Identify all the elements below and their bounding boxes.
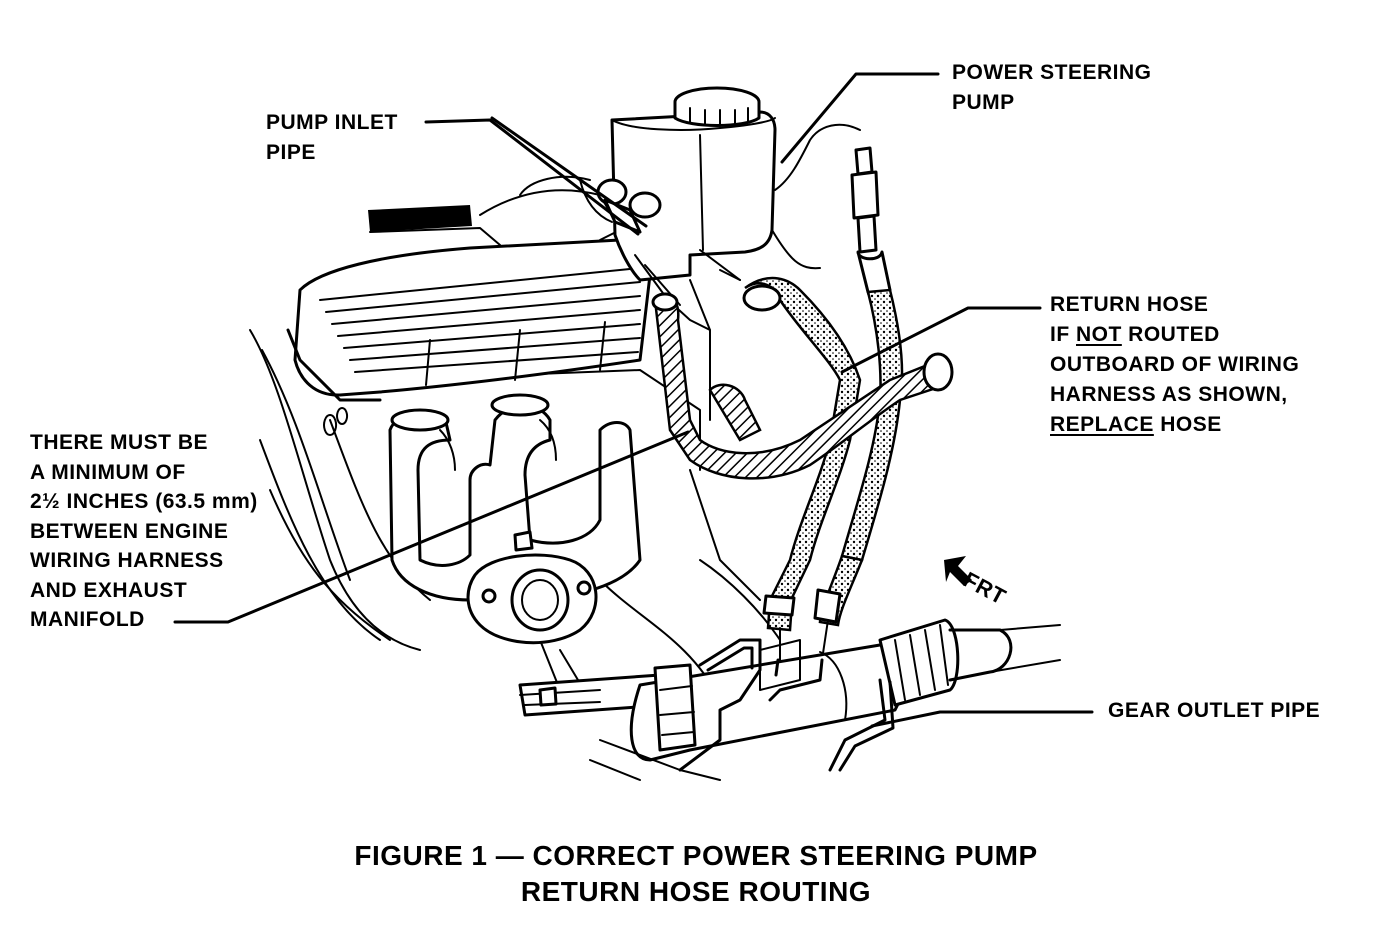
label-pump-inlet-pipe: PUMP INLET PIPE [266, 111, 398, 164]
figure-caption: FIGURE 1 — CORRECT POWER STEERING PUMP R… [0, 838, 1392, 910]
steering-gear [518, 618, 1061, 762]
wiring-harness [651, 292, 954, 480]
leader-lines [173, 72, 1094, 728]
valve-cover [286, 238, 653, 402]
caption-line-2: RETURN HOSE ROUTING [520, 876, 872, 907]
return-hose [742, 276, 862, 661]
label-return-hose: RETURN HOSE IF NOT ROUTED OUTBOARD OF WI… [1050, 293, 1300, 436]
steering-rack-left [519, 686, 601, 707]
power-steering-pump-reservoir [610, 86, 861, 282]
front-arrow [944, 556, 972, 586]
pressure-hose [813, 146, 904, 661]
caption-line-1: FIGURE 1 — CORRECT POWER STEERING PUMP [354, 840, 1038, 871]
gear-pipes [589, 638, 895, 781]
manifold-flange [466, 530, 598, 645]
label-gear-outlet-pipe: GEAR OUTLET PIPE [1108, 699, 1321, 722]
label-power-steering-pump: POWER STEERING PUMP [952, 61, 1152, 114]
label-minimum-clearance: THERE MUST BE A MINIMUM OF 2½ INCHES (63… [30, 431, 258, 631]
